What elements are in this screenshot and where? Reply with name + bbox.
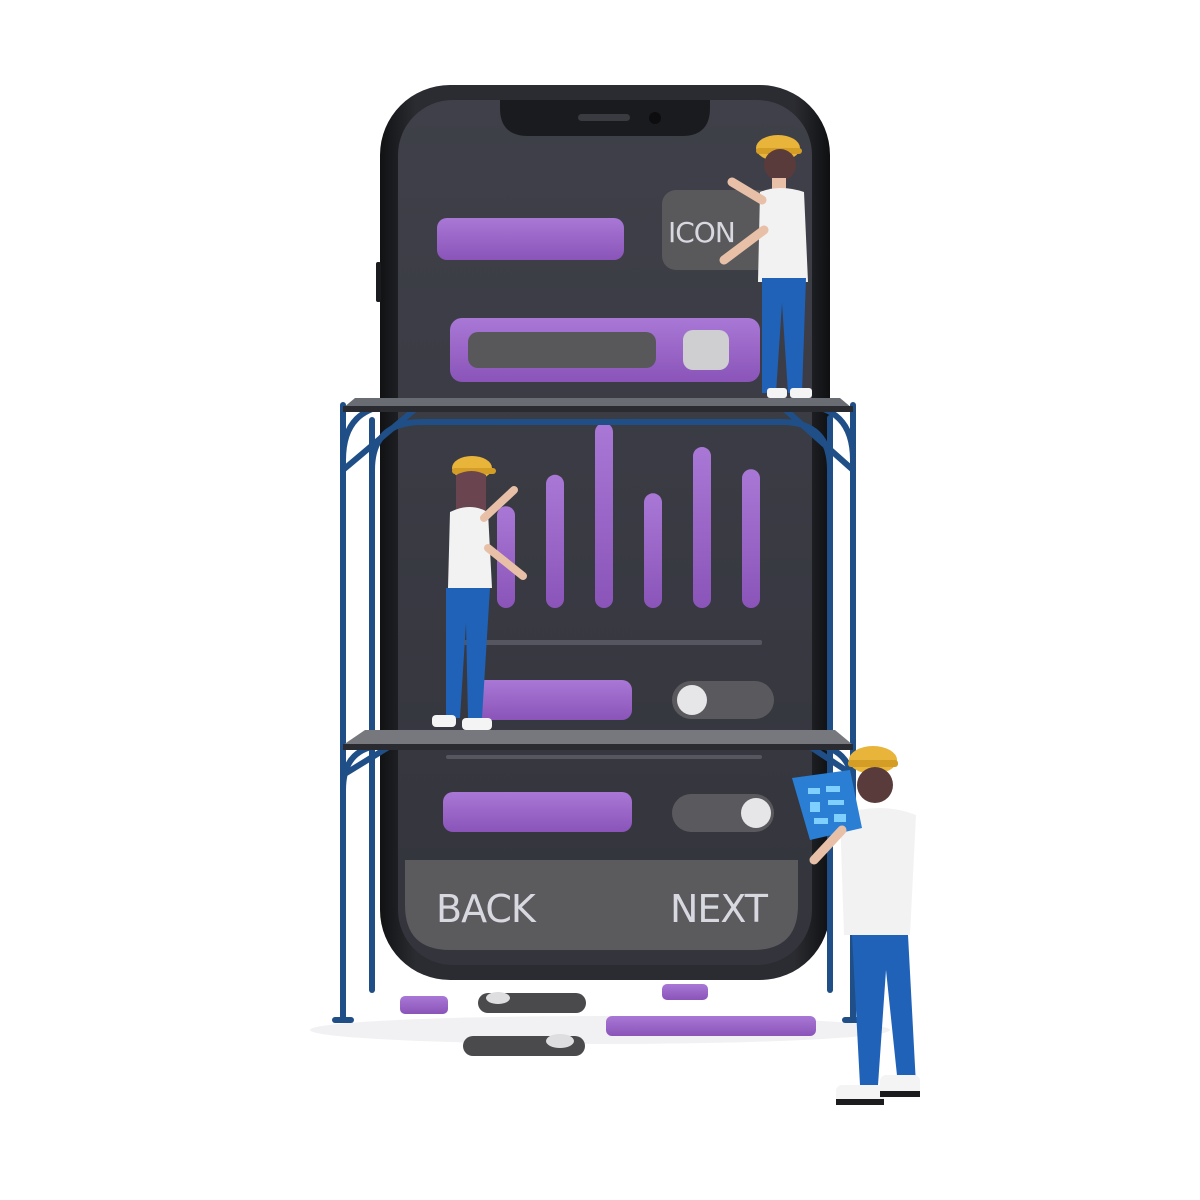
loose-toggle-2 xyxy=(463,1034,585,1056)
icon-tile[interactable]: ICON xyxy=(662,190,772,270)
divider-line-2 xyxy=(446,755,762,759)
title-bar-placeholder xyxy=(437,218,624,260)
chart-bar xyxy=(595,423,613,608)
toggle-switch-2[interactable] xyxy=(672,794,774,832)
loose-purple-bar xyxy=(606,1016,816,1036)
bottom-nav-bar: BACK NEXT xyxy=(405,860,798,950)
toggle-knob-1 xyxy=(677,685,707,715)
chart-bar xyxy=(742,469,760,608)
next-button[interactable]: NEXT xyxy=(670,887,770,931)
icon-tile-label: ICON xyxy=(668,216,735,249)
front-camera xyxy=(649,112,661,124)
worker-top-right xyxy=(719,135,812,398)
toggle-knob-2 xyxy=(741,798,771,828)
upper-platform xyxy=(343,398,853,412)
loose-purple-chip xyxy=(400,996,448,1014)
divider-line xyxy=(446,640,762,645)
worker-bottom-right xyxy=(792,746,920,1105)
loose-toggle-1 xyxy=(478,992,586,1013)
worker-middle xyxy=(432,456,527,730)
chart-bar xyxy=(644,493,662,608)
toggle-switch-1[interactable] xyxy=(672,681,774,719)
slider-track xyxy=(468,332,656,368)
option-label-2 xyxy=(443,792,632,832)
speaker-grille xyxy=(578,114,630,121)
chart-bar xyxy=(546,474,564,608)
chart-bar xyxy=(497,506,515,608)
bar-chart-graphic xyxy=(497,423,760,608)
side-button xyxy=(376,262,381,302)
slider-control[interactable] xyxy=(450,318,760,382)
back-button[interactable]: BACK xyxy=(436,887,538,931)
loose-purple-tab xyxy=(662,984,708,1000)
lower-platform xyxy=(343,730,853,750)
chart-bar xyxy=(693,447,711,608)
slider-thumb[interactable] xyxy=(683,330,729,370)
option-label-1 xyxy=(468,680,632,720)
blueprint-icon xyxy=(792,770,862,840)
